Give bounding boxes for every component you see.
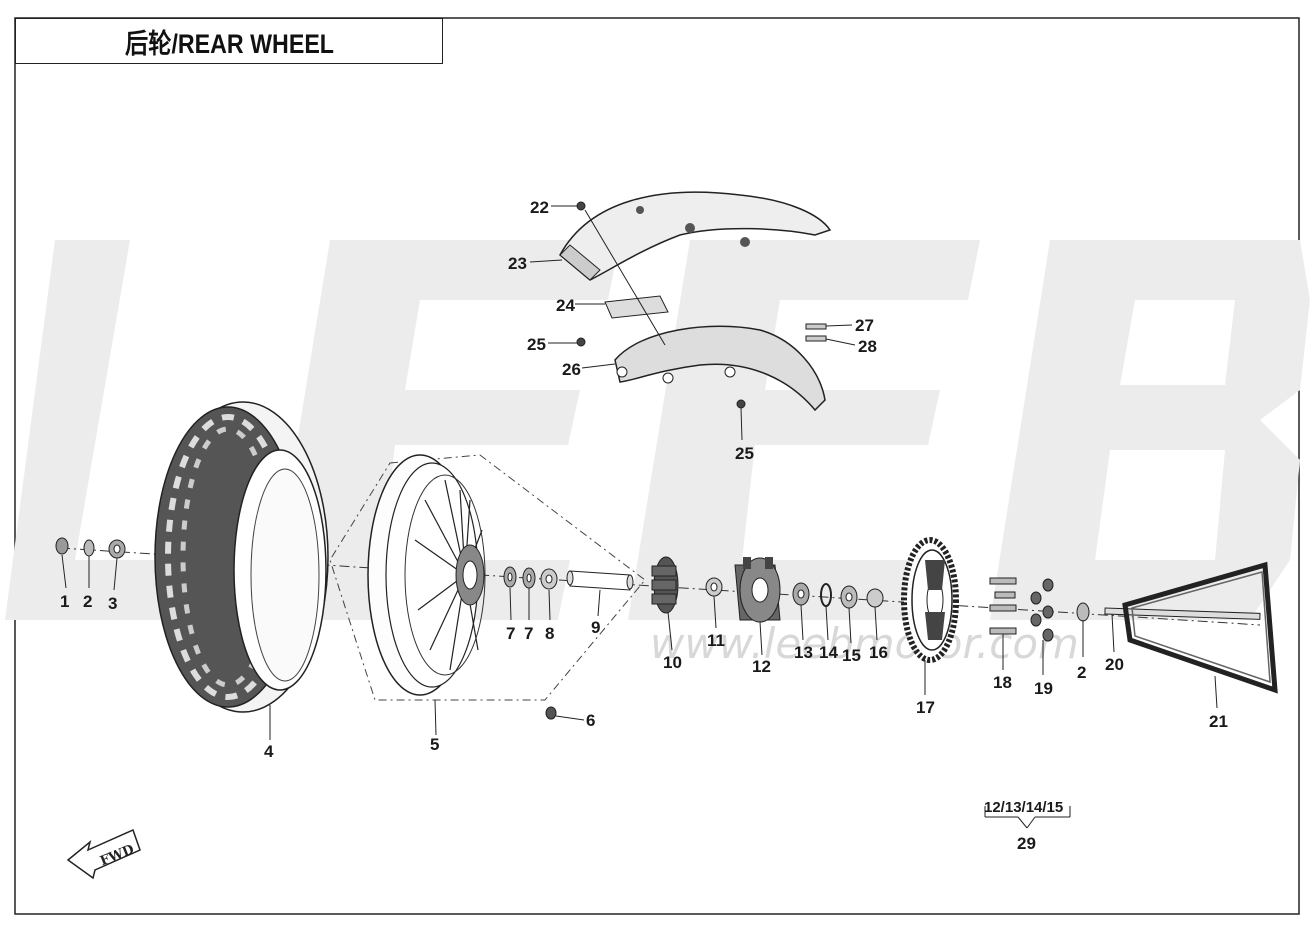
leeb-watermark-logo-holes bbox=[1095, 300, 1235, 560]
callout-5: 5 bbox=[430, 735, 439, 754]
part-4-tire bbox=[154, 401, 329, 713]
callout-3: 3 bbox=[108, 594, 117, 613]
part-24-bracket bbox=[604, 295, 669, 319]
callout-9: 9 bbox=[591, 618, 600, 637]
part-18-sprocket-bolts bbox=[989, 577, 1017, 635]
callout-14: 14 bbox=[819, 643, 838, 662]
page-title: 后轮/REAR WHEEL bbox=[124, 28, 334, 59]
part-1-nut bbox=[55, 537, 69, 555]
part-19-sprocket-nuts bbox=[1030, 578, 1054, 642]
leader-lines bbox=[61, 205, 1218, 829]
callout-7b: 7 bbox=[524, 624, 533, 643]
part-2-washer-right bbox=[1076, 602, 1090, 622]
callout-27: 27 bbox=[855, 316, 874, 335]
callout-24: 24 bbox=[556, 296, 575, 315]
part-11-collar bbox=[705, 577, 723, 597]
callout-18: 18 bbox=[993, 673, 1012, 692]
part-13-bearing bbox=[792, 582, 810, 606]
title-box: 后轮/REAR WHEEL bbox=[15, 18, 443, 64]
part-8-bushing bbox=[540, 568, 558, 590]
part-27-pin bbox=[805, 323, 827, 330]
callout-13: 13 bbox=[794, 643, 813, 662]
callout-22: 22 bbox=[530, 198, 549, 217]
part-9-axle-spacer bbox=[566, 570, 634, 591]
part-22-bolt bbox=[576, 201, 586, 211]
callout-7a: 7 bbox=[506, 624, 515, 643]
callout-labels: 1 2 3 4 5 6 7 7 8 9 10 11 12 13 14 15 16… bbox=[60, 198, 1228, 853]
part-20-rear-axle bbox=[1104, 607, 1261, 620]
kit-label: 12/13/14/15 bbox=[984, 799, 1063, 816]
callout-19: 19 bbox=[1034, 679, 1053, 698]
callout-8: 8 bbox=[545, 624, 554, 643]
callout-4: 4 bbox=[264, 742, 274, 761]
callout-15: 15 bbox=[842, 646, 861, 665]
part-7-bearing bbox=[522, 567, 536, 589]
forward-arrow-icon: FWD bbox=[66, 828, 141, 880]
callout-28: 28 bbox=[858, 337, 877, 356]
callout-12: 12 bbox=[752, 657, 771, 676]
callout-25-lower: 25 bbox=[735, 444, 754, 463]
part-12-sprocket-hub bbox=[734, 557, 781, 623]
part-17-rear-sprocket bbox=[901, 537, 959, 663]
watermark-url: www.leebmotor.com bbox=[650, 619, 1079, 668]
callout-2: 2 bbox=[83, 592, 92, 611]
callout-16: 16 bbox=[869, 643, 888, 662]
part-6-valve bbox=[545, 706, 557, 720]
callout-17: 17 bbox=[916, 698, 935, 717]
callout-23: 23 bbox=[508, 254, 527, 273]
callout-29: 29 bbox=[1017, 834, 1036, 853]
part-16-collar bbox=[866, 588, 884, 608]
part-10-cush-damper bbox=[651, 556, 679, 614]
callout-20: 20 bbox=[1105, 655, 1124, 674]
callout-26: 26 bbox=[562, 360, 581, 379]
part-2-washer bbox=[83, 539, 95, 557]
callout-11: 11 bbox=[707, 631, 725, 650]
callout-25-upper: 25 bbox=[527, 335, 546, 354]
leeb-watermark-logo bbox=[5, 240, 1310, 620]
part-15-oil-seal bbox=[840, 585, 858, 609]
part-7-oil-seal bbox=[503, 566, 517, 588]
part-21-drive-belt bbox=[1122, 561, 1278, 694]
callout-10: 10 bbox=[663, 653, 682, 672]
part-26-fender-bracket bbox=[614, 325, 826, 412]
callout-1: 1 bbox=[60, 592, 69, 611]
callout-21: 21 bbox=[1209, 712, 1228, 731]
part-5-wheel-rim bbox=[329, 454, 646, 701]
part-25-bolt-lower bbox=[736, 399, 746, 409]
part-28-pin bbox=[805, 335, 827, 342]
part-23-rear-fender bbox=[559, 191, 832, 281]
part-3-spacer bbox=[108, 539, 126, 559]
callout-2-right: 2 bbox=[1077, 663, 1086, 682]
part-25-bolt-upper bbox=[576, 337, 586, 347]
callout-6: 6 bbox=[586, 711, 595, 730]
